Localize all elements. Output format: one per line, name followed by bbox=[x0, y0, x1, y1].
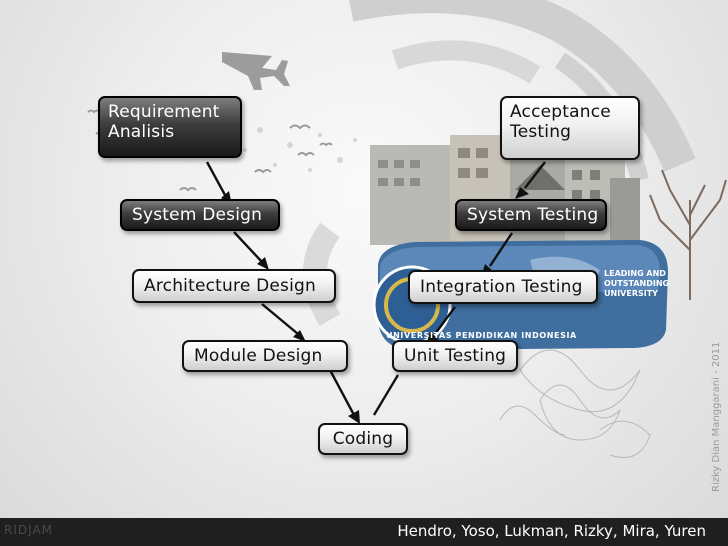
architecture-design-box: Architecture Design bbox=[132, 269, 336, 303]
integration-testing-label: Integration Testing bbox=[420, 277, 583, 297]
requirement-line-2: Analisis bbox=[108, 122, 175, 142]
system-testing-box: System Testing bbox=[455, 199, 607, 231]
coding-label: Coding bbox=[332, 429, 394, 449]
requirement-line-1: Requirement bbox=[108, 102, 220, 122]
unit-testing-label: Unit Testing bbox=[404, 346, 507, 366]
decor-band-2 bbox=[391, 40, 541, 84]
author-side-text: Rizky Dian Manggarani - 2011 bbox=[711, 341, 722, 492]
scribble-decor bbox=[499, 349, 651, 458]
system-testing-label: System Testing bbox=[467, 205, 599, 225]
university-motto: LEADING AND OUTSTANDING UNIVERSITY bbox=[604, 269, 669, 299]
system-design-label: System Design bbox=[132, 205, 263, 225]
acceptance-testing-box: Acceptance Testing bbox=[500, 96, 640, 160]
decor-band-1 bbox=[348, 0, 696, 172]
footer-bar: RIDJAM Hendro, Yoso, Lukman, Rizky, Mira… bbox=[0, 518, 728, 546]
footer-brand: RIDJAM bbox=[4, 523, 54, 537]
footer-credits: Hendro, Yoso, Lukman, Rizky, Mira, Yuren bbox=[397, 522, 706, 540]
logo-caption: UNIVERSITAS PENDIDIKAN INDONESIA bbox=[386, 331, 577, 340]
motto-line-3: UNIVERSITY bbox=[604, 289, 658, 298]
airplane-icon bbox=[222, 52, 290, 90]
architecture-design-label: Architecture Design bbox=[144, 276, 316, 296]
requirement-analisis-box: Requirement Analisis bbox=[98, 96, 242, 158]
coding-box: Coding bbox=[318, 423, 408, 455]
acceptance-line-2: Testing bbox=[510, 122, 572, 142]
acceptance-line-1: Acceptance bbox=[510, 102, 611, 122]
decor-dots bbox=[227, 127, 357, 172]
unit-testing-box: Unit Testing bbox=[392, 340, 518, 372]
motto-line-2: OUTSTANDING bbox=[604, 279, 670, 288]
module-design-label: Module Design bbox=[194, 346, 323, 366]
tree-decor bbox=[649, 169, 727, 300]
integration-testing-box: Integration Testing bbox=[408, 270, 598, 304]
module-design-box: Module Design bbox=[182, 340, 348, 372]
motto-line-1: LEADING AND bbox=[604, 269, 666, 278]
system-design-box: System Design bbox=[120, 199, 280, 231]
flow-arrows bbox=[205, 161, 546, 416]
